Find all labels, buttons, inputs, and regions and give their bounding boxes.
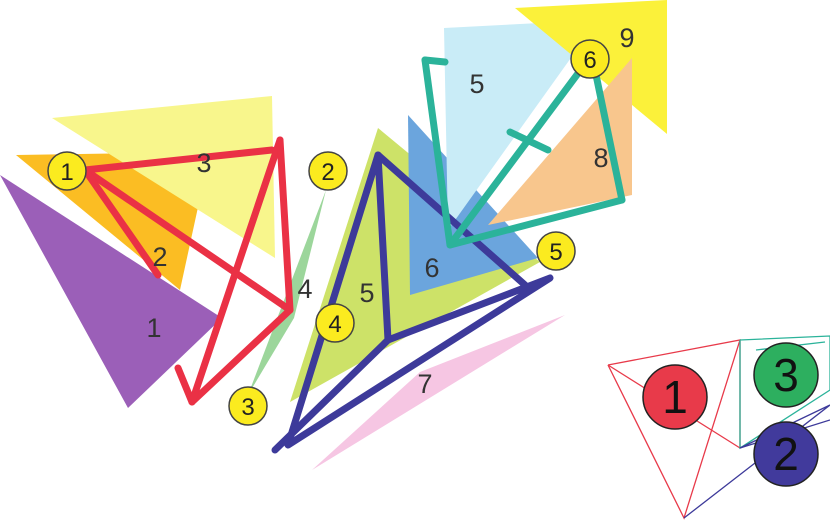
triangle-pink — [312, 315, 565, 470]
legend-red: 1 — [642, 364, 708, 430]
legend: 1 3 2 — [607, 335, 830, 520]
label-green-light: 4 — [297, 274, 312, 304]
svg-text:2: 2 — [321, 159, 334, 186]
label-orange: 2 — [152, 242, 167, 272]
triangle-cyan — [444, 20, 598, 230]
red-outline-network — [81, 136, 294, 406]
label-lime: 5 — [359, 278, 374, 308]
legend-navy: 2 — [753, 421, 819, 487]
badge-teal-6: 6 — [570, 39, 610, 79]
badge-red-3: 3 — [228, 386, 268, 426]
svg-text:4: 4 — [328, 311, 341, 338]
svg-text:3: 3 — [241, 394, 254, 421]
label-pink: 7 — [417, 369, 432, 399]
svg-text:6: 6 — [583, 47, 596, 74]
triangle-yellow-light — [52, 96, 275, 258]
svg-text:1: 1 — [60, 159, 73, 186]
navy-outline-network — [271, 151, 554, 454]
label-yellow-light: 3 — [196, 148, 211, 178]
label-blue: 6 — [424, 253, 439, 283]
badge-green-2: 2 — [308, 151, 348, 191]
svg-text:2: 2 — [773, 428, 799, 480]
svg-text:1: 1 — [662, 371, 688, 423]
triangle-purple — [0, 175, 222, 408]
svg-text:3: 3 — [773, 349, 799, 401]
label-purple: 1 — [146, 313, 161, 343]
badge-green-4: 4 — [315, 303, 355, 343]
badge-navy-5: 5 — [536, 231, 576, 271]
label-cyan: 5 — [469, 69, 484, 99]
svg-text:5: 5 — [549, 239, 562, 266]
badge-red-1: 1 — [47, 151, 87, 191]
label-peach: 8 — [593, 143, 608, 173]
label-yellow: 9 — [619, 23, 634, 53]
triangle-peach — [488, 58, 632, 225]
teal-outline-network — [421, 56, 626, 249]
legend-teal: 3 — [753, 342, 819, 408]
